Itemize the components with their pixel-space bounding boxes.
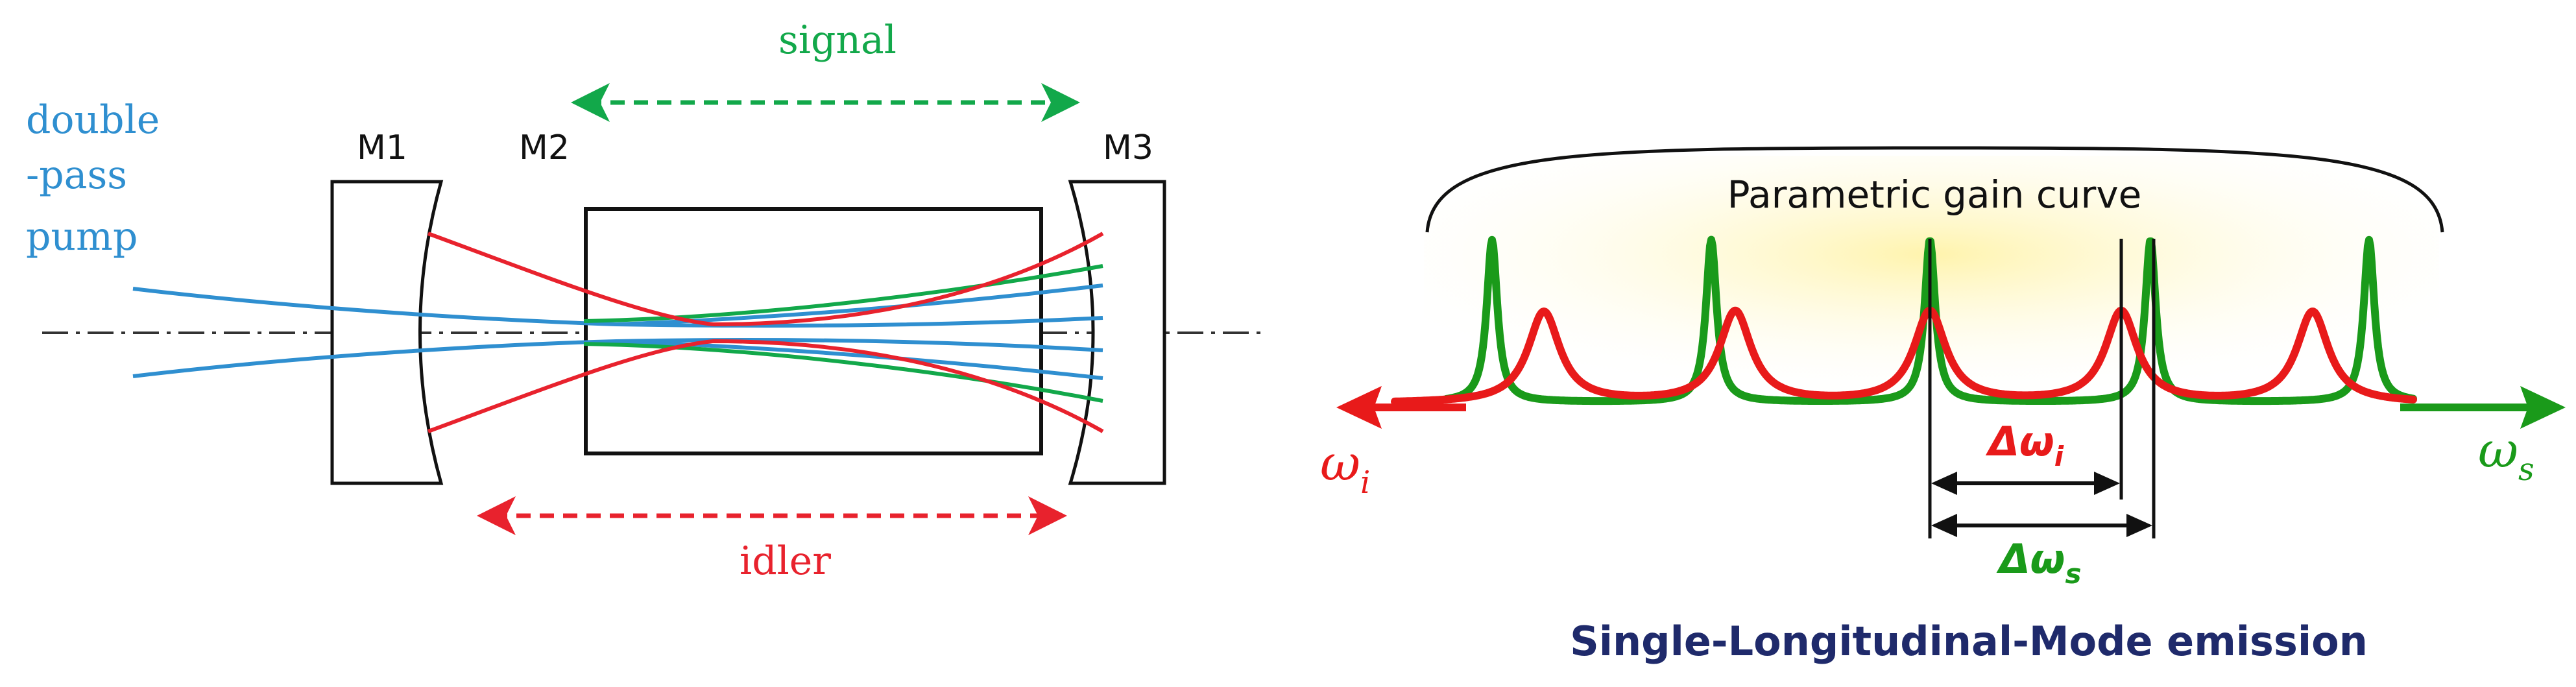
mirror-label-m2: M2: [519, 128, 570, 167]
delta-omega-s-label: Δωs: [1996, 535, 2082, 590]
omega-i-axis-arrow: [1336, 386, 1466, 429]
omega-i-label: ωi: [1320, 434, 1370, 501]
signal-arrow: [571, 83, 1080, 122]
delta-omega-i-label: Δωi: [1985, 418, 2064, 472]
idler-label: idler: [740, 538, 831, 584]
signal-beams: [583, 264, 1103, 403]
delta-omega-s-arrow: [1931, 514, 2152, 537]
nonlinear-crystal: [584, 207, 1043, 455]
opo-cavity-diagram: double -pass pump M1 M2 M3: [26, 18, 1268, 584]
gain-curve-label: Parametric gain curve: [1727, 173, 2142, 217]
idler-arrow: [477, 496, 1067, 535]
idler-mode-comb: [1391, 306, 2417, 405]
pump-beams: [132, 283, 1103, 380]
pump-label-line-1: double: [26, 97, 160, 143]
mirror-m1-m2: [330, 180, 444, 485]
signal-label: signal: [778, 18, 897, 63]
omega-s-axis-arrow: [2400, 386, 2566, 429]
idler-beams: [427, 232, 1104, 433]
pump-label-line-2: -pass: [26, 152, 127, 198]
pump-label: double -pass pump: [26, 97, 160, 259]
mode-spectrum-diagram: Parametric gain curve ωi ωs Δωi: [1320, 146, 2566, 665]
mirror-m3: [1068, 180, 1166, 485]
gain-curve: [1425, 146, 2444, 233]
delta-omega-i-arrow: [1931, 472, 2120, 495]
mirror-label-m3: M3: [1103, 128, 1153, 167]
pump-label-line-3: pump: [26, 214, 138, 259]
figure-caption: Single-Longitudinal-Mode emission: [1570, 618, 2368, 665]
mirror-label-m1: M1: [357, 128, 407, 167]
omega-s-label: ωs: [2478, 421, 2534, 488]
